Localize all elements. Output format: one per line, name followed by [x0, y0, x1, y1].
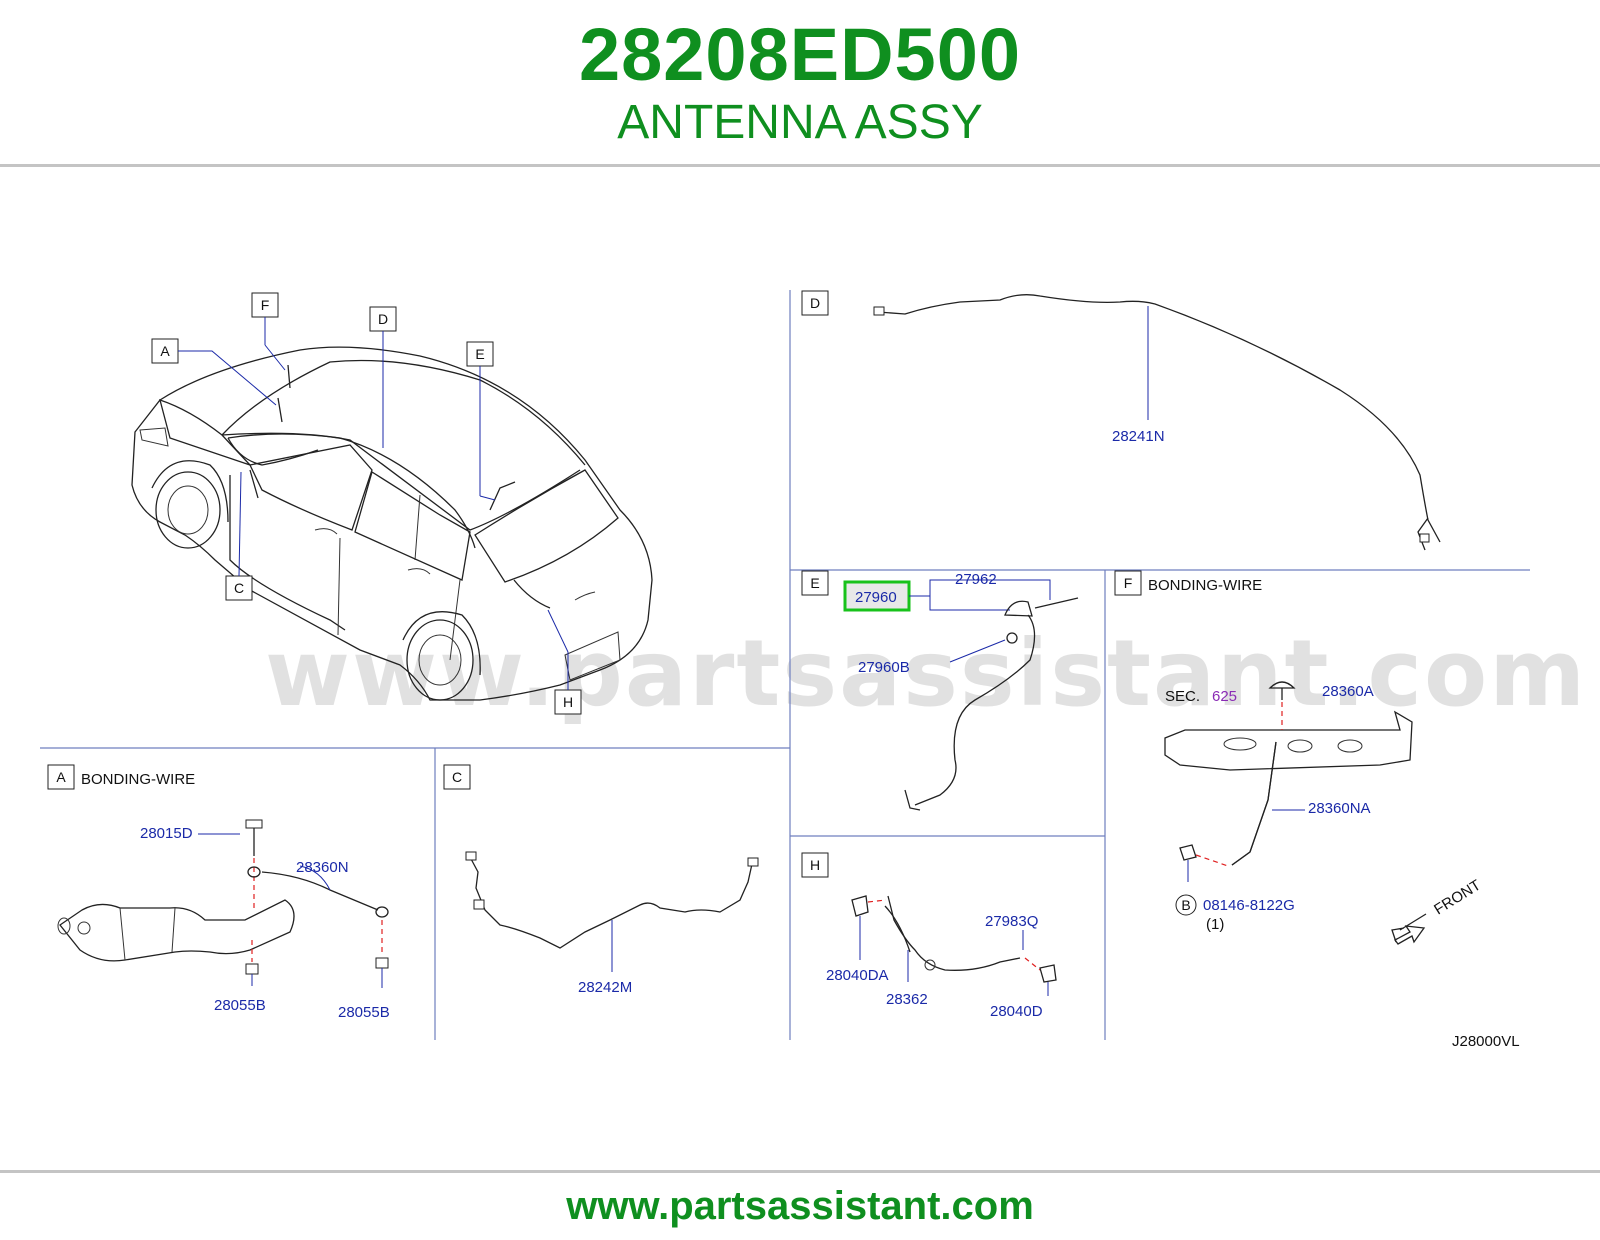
bolt-marker-b: B [1181, 897, 1190, 913]
callout-box-f [251, 292, 279, 318]
panel-e: E 27960 27962 27960B [801, 570, 1079, 811]
part-label-28360n[interactable]: 28360N [296, 859, 349, 876]
part-quantity: (1) [1206, 916, 1224, 933]
page-header: 28208ED500 ANTENNA ASSY [0, 0, 1600, 168]
part-label-28040d[interactable]: 28040D [990, 1003, 1043, 1020]
panel-c-letter: C [452, 769, 462, 785]
panel-a: A BONDING-WIRE 28015D 28360N 28055B 2805… [47, 764, 390, 1021]
callout-letter-a: A [160, 343, 170, 359]
watermark-text: www.partsassistant.com [265, 620, 1587, 727]
callout-box-a [151, 338, 179, 364]
part-label-27983q[interactable]: 27983Q [985, 913, 1038, 930]
front-direction-arrow-icon [1391, 913, 1427, 945]
part-label-28040da[interactable]: 28040DA [826, 967, 889, 984]
sec-prefix: SEC. [1165, 688, 1200, 705]
part-number-title: 28208ED500 [578, 13, 1022, 96]
panel-h-letter: H [810, 857, 820, 873]
part-label-08146-8122g[interactable]: 08146-8122G [1203, 897, 1295, 914]
footer-website-link[interactable]: www.partsassistant.com [566, 1184, 1034, 1228]
panel-e-letter: E [810, 575, 819, 591]
panel-h: H 27983Q 28040DA 28362 28040D [801, 852, 1057, 1020]
panel-c: C 28242M [443, 764, 759, 996]
part-label-28362[interactable]: 28362 [886, 991, 928, 1008]
parts-diagram: www.partsassistant.com [40, 290, 1587, 1050]
part-label-28242m[interactable]: 28242M [578, 979, 632, 996]
callout-letter-f: F [261, 297, 270, 313]
callout-box-e [466, 341, 494, 367]
overview-callouts: F A D E C H [151, 292, 582, 715]
callout-box-d [369, 306, 397, 332]
part-label-27960b[interactable]: 27960B [858, 659, 910, 676]
part-label-28015d[interactable]: 28015D [140, 825, 193, 842]
part-label-28360na[interactable]: 28360NA [1308, 800, 1371, 817]
panel-f-letter: F [1124, 575, 1133, 591]
car-overview-illustration [131, 346, 653, 701]
footer-divider [0, 1170, 1600, 1173]
sec-reference-link[interactable]: 625 [1212, 688, 1237, 705]
front-label: FRONT [1431, 877, 1484, 919]
figure-code: J28000VL [1452, 1033, 1520, 1050]
callout-letter-e: E [475, 346, 484, 362]
panel-a-title: BONDING-WIRE [81, 771, 195, 788]
part-label-27962[interactable]: 27962 [955, 571, 997, 588]
part-label-28241n[interactable]: 28241N [1112, 428, 1165, 445]
panel-d: D 28241N [801, 290, 1441, 551]
header-divider [0, 164, 1600, 167]
highlight-box-27960 [843, 580, 911, 612]
part-label-28055b-right[interactable]: 28055B [338, 1004, 390, 1021]
part-name-subtitle: ANTENNA ASSY [617, 96, 983, 149]
panel-d-letter: D [810, 295, 820, 311]
callout-box-h [554, 689, 582, 715]
callout-letter-c: C [234, 580, 244, 596]
callout-letter-h: H [563, 694, 573, 710]
panel-dividers [40, 290, 1530, 1040]
callout-letter-d: D [378, 311, 388, 327]
part-label-28055b-left[interactable]: 28055B [214, 997, 266, 1014]
part-label-27960[interactable]: 27960 [855, 589, 897, 606]
part-label-28360a[interactable]: 28360A [1322, 683, 1374, 700]
panel-f-title: BONDING-WIRE [1148, 577, 1262, 594]
panel-a-letter: A [56, 769, 66, 785]
